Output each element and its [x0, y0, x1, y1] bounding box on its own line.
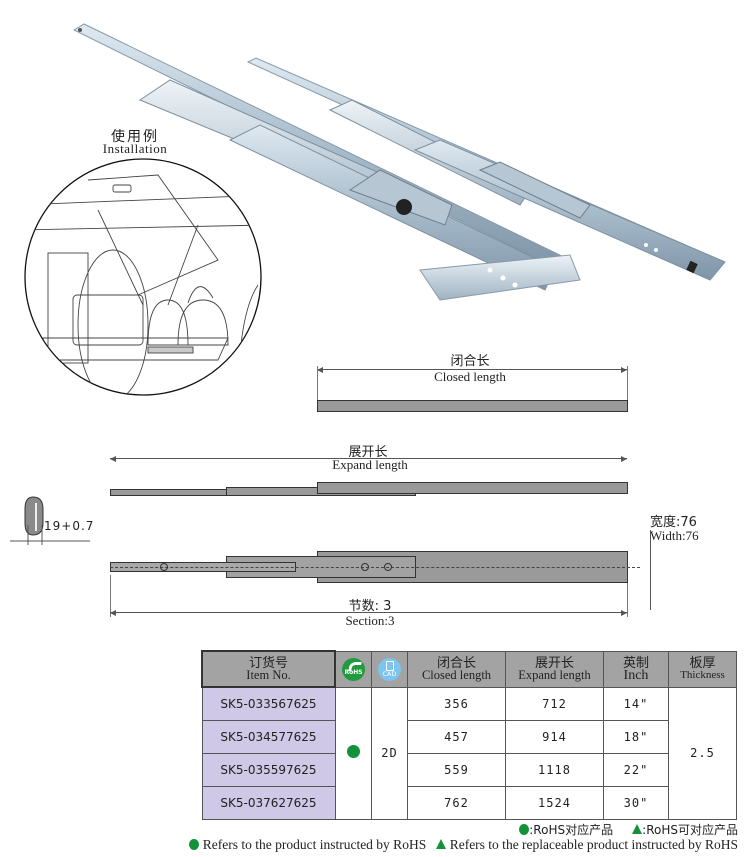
expand-length-label-en: Expand length: [332, 457, 408, 472]
thickness-cell: 2.5: [668, 686, 737, 820]
table-row: SK5-035597625 559 1118 22": [201, 753, 737, 787]
rohs-triangle-icon: [632, 824, 643, 834]
rohs-dot-icon: [519, 824, 530, 835]
expanded-rail-outer: [317, 482, 628, 494]
closed-length-label-cn: 闭合长: [450, 354, 490, 369]
rohs-triangle-icon: [436, 839, 447, 849]
table-row: SK5-037627625 762 1524 30": [201, 786, 737, 820]
legend-en: Refers to the product instructed by RoHS…: [189, 837, 738, 853]
expand-length-label-cn: 展开长: [348, 445, 388, 460]
drawer-slide-photo: [72, 23, 726, 301]
slide-left: [72, 23, 581, 301]
closed-length-dimension: [317, 367, 627, 373]
inch-cell: 22": [603, 753, 669, 787]
extension-line: [627, 366, 628, 401]
width-label-cn: 宽度:76: [650, 515, 697, 530]
thickness-dimension-label: 19+0.7: [44, 519, 95, 533]
cad-cell: 2D: [371, 686, 408, 820]
inch-cell: 30": [603, 786, 669, 820]
item-no-cell: SK5-033567625: [201, 686, 336, 721]
legend-cn-tri-text: :RoHS可对应产品: [642, 823, 738, 837]
item-no-cell: SK5-035597625: [201, 753, 336, 787]
closed-length-cell: 356: [407, 686, 506, 721]
closed-rail: [317, 400, 628, 412]
closed-length-label-en: Closed length: [434, 369, 506, 384]
legend-en-dot-text: Refers to the product instructed by RoHS: [202, 837, 427, 852]
extension-line: [110, 575, 111, 617]
width-label-en: Width:76: [650, 528, 699, 543]
expand-length-cell: 712: [505, 686, 604, 721]
table-row: SK5-033567625 2D 356 712 14" 2.5: [201, 686, 737, 820]
closed-length-cell: 762: [407, 786, 506, 820]
mount-hole: [384, 563, 392, 571]
expand-length-cell: 914: [505, 720, 604, 754]
item-no-cell: SK5-037627625: [201, 786, 336, 820]
section-dimension: [110, 610, 627, 616]
installation-title-en: Installation: [102, 141, 168, 156]
legend-cn-dot-text: :RoHS对应产品: [529, 823, 614, 837]
expand-length-cell: 1524: [505, 786, 604, 820]
legend-cn: :RoHS对应产品 :RoHS可对应产品: [519, 821, 738, 838]
item-no-cell: SK5-034577625: [201, 720, 336, 754]
width-dimension-line: [650, 530, 651, 610]
mount-hole: [361, 563, 369, 571]
inch-cell: 14": [603, 686, 669, 721]
table-row: SK5-034577625 457 914 18": [201, 720, 737, 754]
extension-line: [317, 366, 318, 401]
legend-en-tri-text: Refers to the replaceable product instru…: [449, 837, 738, 852]
installation-title-cn: 使用例: [111, 130, 159, 145]
rohs-icon: RoHS: [342, 657, 365, 681]
cad-icon: CAD: [378, 657, 401, 681]
rohs-dot-icon: [189, 839, 200, 850]
rohs-compliant-dot-icon: [346, 745, 360, 759]
inch-cell: 18": [603, 720, 669, 754]
slide-right: [246, 57, 726, 281]
header-cad: CAD: [371, 650, 408, 688]
closed-length-cell: 457: [407, 720, 506, 754]
expand-length-dimension: [110, 456, 627, 462]
installation-illustration: [24, 158, 262, 396]
rohs-cell: [334, 686, 372, 820]
section-label-cn: 节数: 3: [348, 599, 392, 614]
expand-length-cell: 1118: [505, 753, 604, 787]
extension-line: [627, 583, 628, 617]
header-rohs: RoHS: [334, 650, 372, 688]
mount-hole: [160, 563, 168, 571]
cross-section-drawing: [10, 496, 90, 545]
centerline: [110, 567, 640, 568]
section-label-en: Section:3: [345, 613, 395, 628]
closed-length-cell: 559: [407, 753, 506, 787]
expanded-rail-inner: [110, 489, 228, 496]
